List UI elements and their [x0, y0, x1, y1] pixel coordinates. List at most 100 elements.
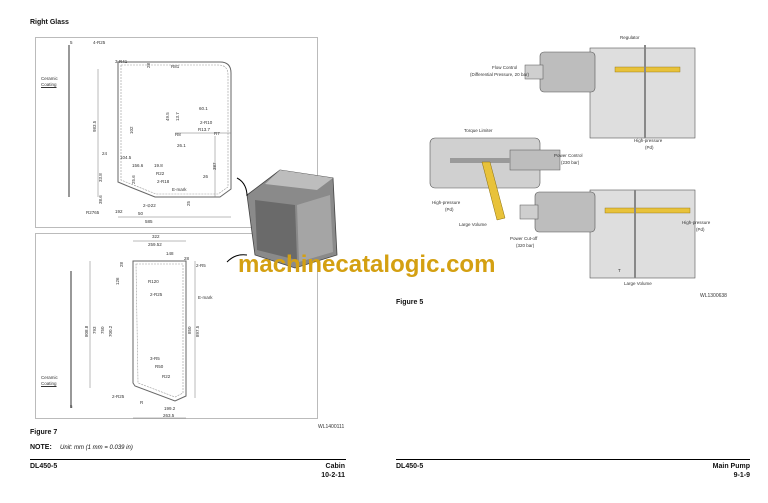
dim-label: 19.8 [154, 163, 163, 168]
dim-label: 2-R25 [150, 292, 163, 297]
dim-label: R81 [171, 64, 180, 69]
dim-label: 850 [187, 326, 192, 334]
diagram-label: Large Volume [624, 281, 652, 286]
dim-label: 28 [146, 62, 151, 68]
dim-label: 259.52 [148, 242, 162, 247]
diagram-label: (Differential Pressure, 20 bar) [470, 72, 529, 77]
footer-model: DL450-5 [30, 463, 58, 470]
dim-label: 60.1 [199, 106, 208, 111]
diagram-label: Power Cut-off [510, 236, 538, 241]
dim-label: R7 [214, 131, 220, 136]
dim-label: E-mark [198, 295, 213, 300]
diagram-label: High-pressure [682, 220, 711, 225]
dim-label: 263.5 [163, 413, 175, 418]
figure-caption: Figure 7 [30, 429, 58, 436]
dim-label: Coating [41, 82, 57, 87]
dim-label: E-mark [172, 187, 187, 192]
diagram-label: Power Control [554, 153, 583, 158]
dim-label: 585 [145, 219, 153, 224]
dim-label: R2765 [86, 210, 100, 215]
footer-rule [30, 459, 346, 460]
dim-label: 387 [212, 162, 217, 170]
dim-label: R13.7 [198, 127, 211, 132]
dim-label: 808.8 [84, 325, 89, 337]
dim-label: 2-R5 [196, 263, 206, 268]
dim-label: 33.8 [98, 173, 103, 182]
drawing-top-frame [35, 37, 318, 228]
pump-regulator-diagram [429, 45, 696, 279]
glass-bottom-drawing [70, 240, 196, 419]
dim-label: 5 [70, 40, 73, 45]
dim-label: R50 [155, 364, 164, 369]
diagram-label: Flow Control [492, 65, 518, 70]
dim-label: 148 [166, 251, 174, 256]
drawing-code: WL1400111 [318, 424, 345, 430]
note-label: NOTE: [30, 444, 52, 451]
diagram-label: (320 bar) [516, 243, 535, 248]
dim-label: Ceramic [41, 375, 58, 380]
dim-label: 26.1 [177, 143, 186, 148]
section-title: Right Glass [30, 19, 69, 26]
dim-label: 2-R18 [157, 179, 170, 184]
dim-label: 102 [129, 126, 134, 134]
dim-label: 199.2 [164, 406, 176, 411]
dim-label: 3-R41 [115, 59, 128, 64]
cabin-illustration [226, 169, 338, 269]
dim-label: 750 [100, 326, 105, 334]
dim-label: 3-R5 [150, 356, 160, 361]
footer-page: 9-1-9 [733, 472, 750, 479]
dim-label: 700.2 [108, 325, 113, 337]
dim-label: 793 [92, 326, 97, 334]
dim-label: 2-⊘22 [143, 203, 156, 208]
dim-label: R22 [162, 374, 171, 379]
dim-label: Ceramic [41, 76, 58, 81]
dim-label: 5 [70, 404, 73, 409]
footer-page: 10-2-11 [321, 472, 345, 479]
diagram-label: (Pd) [645, 145, 654, 150]
dim-label: 2-R10 [200, 120, 213, 125]
dim-label: 322 [152, 234, 160, 239]
dim-label: 897.5 [195, 325, 200, 337]
dim-label: 25.6 [131, 175, 136, 184]
footer-model: DL450-5 [396, 463, 424, 470]
diagram-label: T [618, 268, 621, 273]
dim-label: R8 [175, 132, 181, 137]
watermark: machinecatalogic.com [238, 251, 496, 278]
dim-label: 2-R25 [112, 394, 125, 399]
dim-label: 156.6 [132, 163, 144, 168]
diagram-label: High-pressure [432, 200, 461, 205]
dim-label: Coating [41, 381, 57, 386]
diagram-label: Large Volume [459, 222, 487, 227]
diagram-label: Torque Limiter [464, 128, 493, 133]
glass-top-drawing [68, 45, 232, 218]
dim-label: 4-R25 [93, 40, 106, 45]
diagram-label: (Pd) [696, 227, 705, 232]
note-text: Unit: mm (1 mm = 0.039 in) [60, 445, 133, 451]
dim-label: 28 [119, 261, 124, 267]
dim-label: 13.7 [175, 112, 180, 121]
diagram-label: (Pd) [445, 207, 454, 212]
dim-label: R120 [148, 279, 159, 284]
dim-label: 104.5 [120, 155, 132, 160]
dim-label: R [140, 400, 144, 405]
dim-label: 25 [186, 200, 191, 206]
diagram-label: High-pressure [634, 138, 663, 143]
footer-section: Cabin [325, 463, 345, 470]
diagram-label: Regulator [620, 35, 640, 40]
footer-section: Main Pump [712, 463, 750, 470]
dim-label: 983.5 [92, 120, 97, 132]
dim-label: 38.6 [98, 195, 103, 204]
drawing-code: WL1300638 [700, 293, 727, 299]
dim-label: 49.5 [165, 112, 170, 121]
diagram-label: (230 bar) [561, 160, 580, 165]
footer-rule [396, 459, 750, 460]
dim-label: R22 [156, 171, 165, 176]
dim-label: 28 [184, 256, 190, 261]
figure-caption: Figure 5 [396, 299, 424, 306]
drawing-bottom-frame [35, 233, 318, 419]
dim-label: 126 [115, 277, 120, 285]
dim-label: 50 [138, 211, 144, 216]
dim-label: 192 [115, 209, 123, 214]
dim-label: 26 [203, 174, 209, 179]
dim-label: 24 [102, 151, 108, 156]
